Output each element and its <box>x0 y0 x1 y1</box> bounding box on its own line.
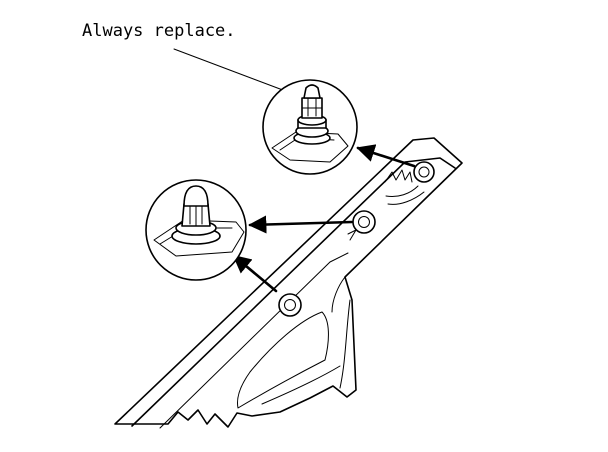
callout-label: Always replace. <box>82 21 236 41</box>
arrow-icon <box>248 215 354 234</box>
detail-clip-upper <box>262 79 358 175</box>
mount-point-middle <box>347 210 376 241</box>
arrow-icon <box>356 144 416 168</box>
detail-clip-lower <box>145 179 247 281</box>
clip-icon <box>171 185 221 245</box>
pillar-trim-panel <box>114 137 463 429</box>
mount-point-upper <box>413 161 435 183</box>
mount-point-lower <box>278 293 302 317</box>
clip-icon <box>293 84 331 145</box>
arrow-icon <box>232 254 278 293</box>
